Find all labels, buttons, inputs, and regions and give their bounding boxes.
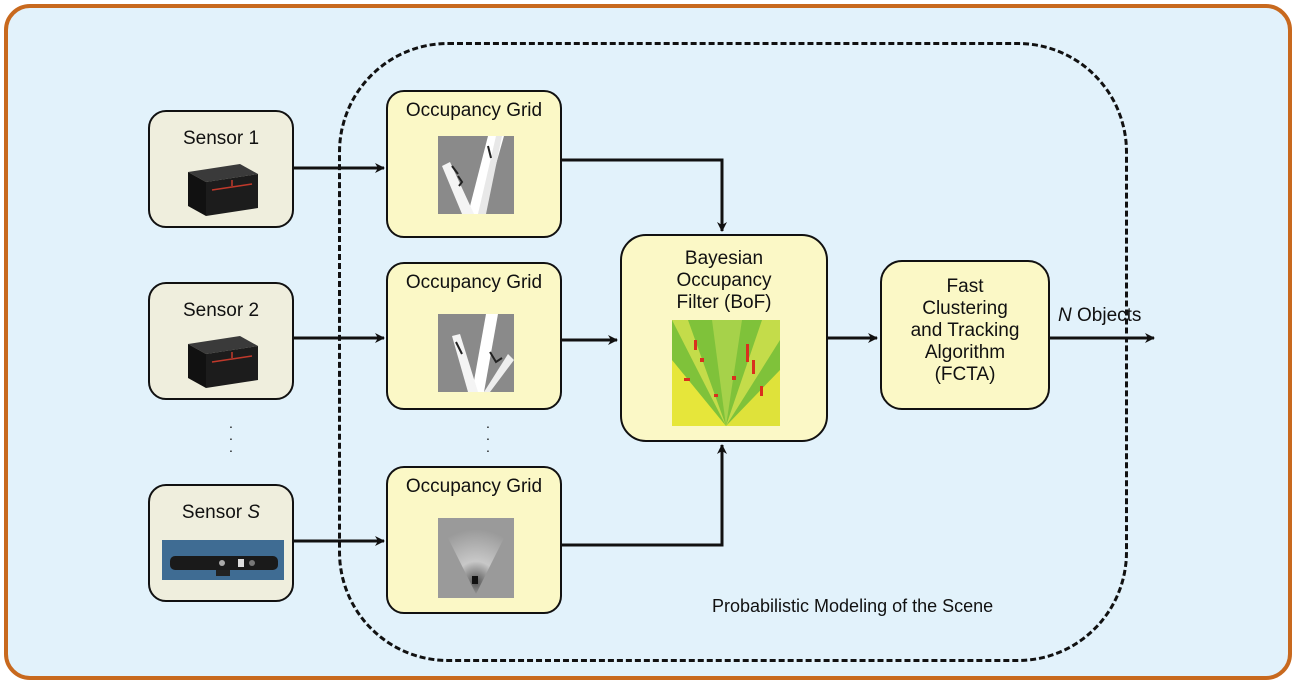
sensor-2-box: Sensor 2 — [148, 282, 294, 400]
grid-ellipsis: ··· — [485, 418, 491, 458]
fast-clustering-tracking-box: Fast Clustering and Tracking Algorithm (… — [880, 260, 1050, 410]
sensor-s-label: Sensor S — [181, 502, 261, 523]
occupancy-grid-3-box: Occupancy Grid — [386, 466, 562, 614]
scene-modeling-region — [338, 42, 1128, 662]
occupancy-grid-1-box: Occupancy Grid — [386, 90, 562, 238]
bof-label: Bayesian Occupancy Filter (BoF) — [676, 248, 772, 313]
scene-modeling-label: Probabilistic Modeling of the Scene — [712, 596, 994, 616]
sensor-2-label: Sensor 2 — [182, 300, 260, 321]
sensor-s-box: Sensor S — [148, 484, 294, 602]
sensor-1-label: Sensor 1 — [182, 128, 260, 149]
occupancy-grid-3-label: Occupancy Grid — [405, 476, 543, 497]
occupancy-grid-thumbnail — [438, 136, 514, 214]
bayesian-occupancy-filter-box: Bayesian Occupancy Filter (BoF) — [620, 234, 828, 442]
occupancy-grid-thumbnail — [438, 518, 514, 598]
lidar-sensor-icon — [188, 336, 258, 388]
fcta-label: Fast Clustering and Tracking Algorithm (… — [910, 276, 1020, 385]
sensor-ellipsis: ··· — [228, 418, 234, 458]
occupancy-grid-2-label: Occupancy Grid — [405, 272, 543, 293]
arrow-grid3-to-bof — [562, 444, 727, 547]
occupancy-grid-2-box: Occupancy Grid — [386, 262, 562, 410]
occupancy-grid-1-label: Occupancy Grid — [405, 100, 543, 121]
occupancy-grid-thumbnail — [438, 314, 514, 392]
arrow-grid1-to-bof — [562, 158, 727, 232]
stereo-camera-icon — [162, 540, 284, 580]
sensor-1-box: Sensor 1 — [148, 110, 294, 228]
bof-occupancy-heatmap — [672, 320, 780, 426]
lidar-sensor-icon — [188, 164, 258, 216]
output-objects-label: N Objects — [1058, 305, 1142, 326]
